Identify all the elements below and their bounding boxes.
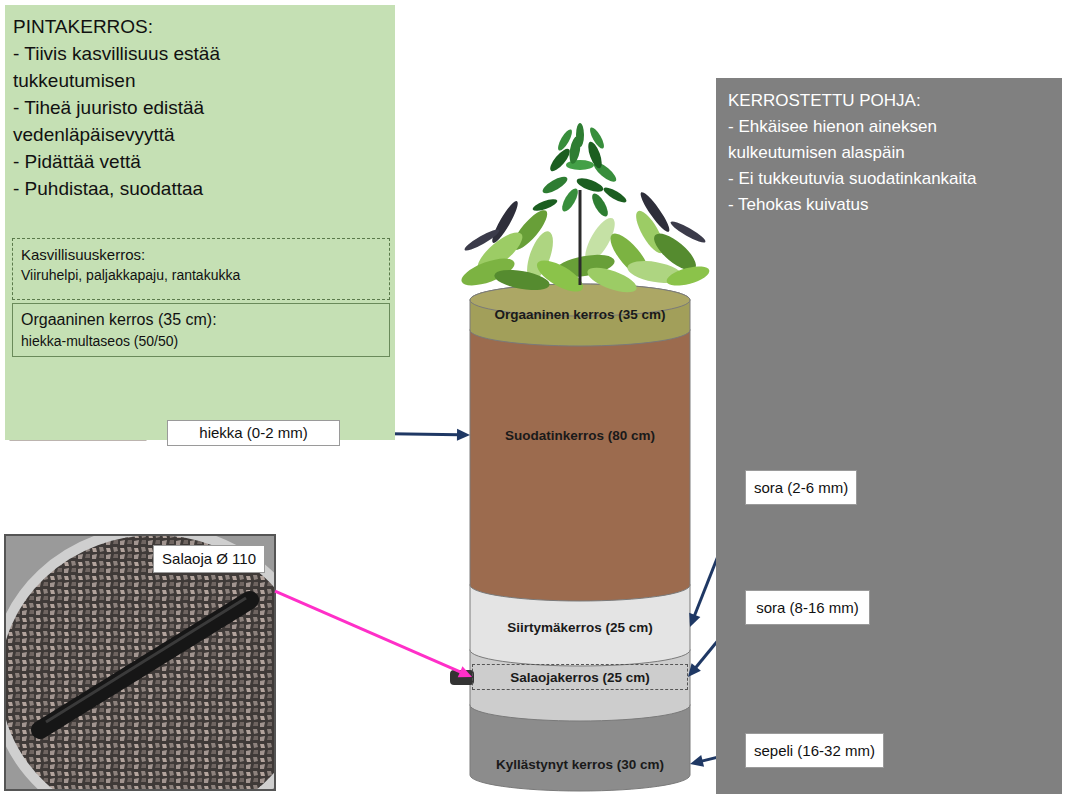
node-text: - Tehokas kuivatus <box>728 192 1050 218</box>
drain-photo-box: Salaoja Ø 110 <box>5 535 275 790</box>
photo-frame <box>5 535 275 790</box>
arrow-head <box>689 613 700 627</box>
node-text: Salaoja Ø 110 <box>153 545 265 573</box>
material-label: sora (2-6 mm) <box>745 470 857 505</box>
connector-line <box>275 591 462 673</box>
base-panel: KERROSTETTU POHJA:- Ehkäisee hienon aine… <box>716 78 1062 794</box>
soil-column <box>470 284 690 791</box>
arrow-head <box>458 666 472 677</box>
node-text: hiekka-multaseos (50/50) <box>21 331 381 351</box>
node-text: KERROSTETTU POHJA: <box>728 88 1050 114</box>
node-text: - Tiheä juuristo edistää vedenläpäisevyy… <box>13 94 303 148</box>
node-text: sepeli (16-32 mm) <box>754 742 875 760</box>
arrow-head <box>457 429 470 441</box>
material-label: hiekka (0-2 mm) <box>167 420 340 446</box>
node-text: hiekka (0-2 mm) <box>199 424 307 442</box>
layer-label: Siirtymäkerros (25 cm) <box>470 610 690 644</box>
node-text: - Ei tukkeutuvia suodatinkankaita <box>728 166 1050 192</box>
node-text: sora (8-16 mm) <box>756 599 859 617</box>
node-text: Orgaaninen kerros (35 cm): <box>21 309 381 331</box>
node-text: Suodatinkerros (80 cm) <box>505 427 655 444</box>
connector-arrow <box>275 591 472 677</box>
node-text: PINTAKERROS: <box>13 13 385 40</box>
drain-layer-box: Salaojakerros (25 cm) <box>472 664 688 690</box>
vegetation-box: Kasvillisuuskerros:Viiruhelpi, paljakkap… <box>12 238 390 300</box>
node-text: - Ehkäisee hienon aineksen kulkeutumisen… <box>728 114 1050 166</box>
node-text: - Pidättää vettä <box>13 148 303 175</box>
node-text: Siirtymäkerros (25 cm) <box>507 619 653 636</box>
arrow-head <box>688 663 701 677</box>
layer-label: Suodatinkerros (80 cm) <box>470 345 690 525</box>
node-text: Kyllästynyt kerros (30 cm) <box>496 756 664 773</box>
material-label: sora (8-16 mm) <box>745 590 870 625</box>
material-label: sepeli (16-32 mm) <box>745 733 884 768</box>
node-text: - Puhdistaa, suodattaa <box>13 175 303 202</box>
node-text: sora (2-6 mm) <box>754 479 848 497</box>
node-text: Salaojakerros (25 cm) <box>510 669 650 686</box>
node-text: Viiruhelpi, paljakkapaju, rantakukka <box>21 265 381 285</box>
organic-box: Orgaaninen kerros (35 cm):hiekka-multase… <box>12 303 390 357</box>
node-text: - Tiivis kasvillisuus estää tukkeutumise… <box>13 40 303 94</box>
node-text: Kasvillisuuskerros: <box>21 244 381 265</box>
drain-photo <box>5 535 275 790</box>
node-text: Orgaaninen kerros (35 cm) <box>494 306 665 323</box>
layer-label: Orgaaninen kerros (35 cm) <box>470 300 690 328</box>
plants <box>458 123 711 298</box>
arrow-head <box>690 755 704 767</box>
layer-label: Kyllästynyt kerros (30 cm) <box>470 750 690 778</box>
surface-panel: PINTAKERROS:- Tiivis kasvillisuus estää … <box>5 5 395 440</box>
